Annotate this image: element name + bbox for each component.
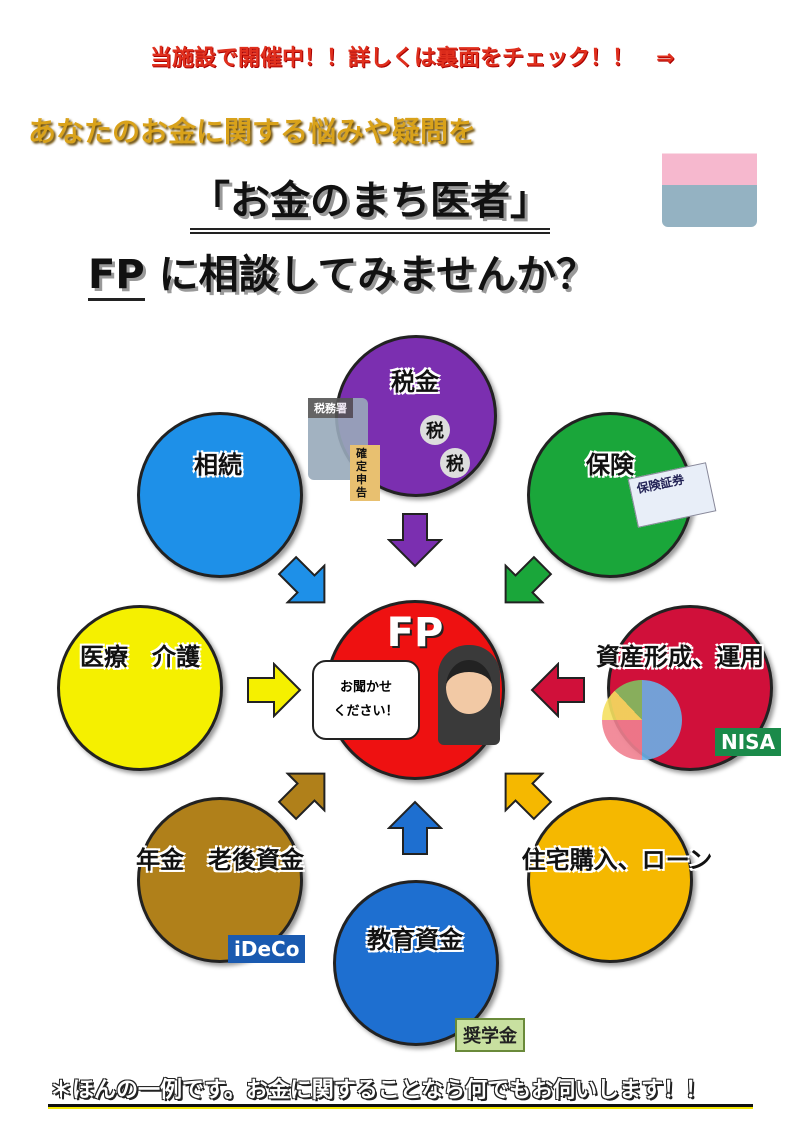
scholarship-sign: 奨学金	[455, 1018, 525, 1052]
arrow-diag-right-down-icon	[277, 555, 326, 604]
ideco-sign: iDeCo	[228, 935, 306, 963]
arrow-diag-left-down-icon	[504, 555, 553, 604]
title-rest: に相談してみませんか？	[144, 252, 597, 298]
notice-text: 当施設で開催中！！詳しくは裏面をチェック！！ ⇒	[150, 46, 675, 71]
pie-chart-illustration	[602, 680, 682, 760]
topic-label-asset: 資産形成、運用	[596, 643, 764, 671]
fp-label: FP	[386, 610, 444, 656]
arrow-up-icon	[387, 800, 443, 855]
arrow-diag-left-up-icon	[504, 772, 553, 821]
arrow-right-icon	[247, 662, 302, 718]
topic-circle-inheritance	[137, 412, 303, 578]
topic-label-education: 教育資金	[367, 926, 463, 954]
lead-text: あなたのお金に関する悩みや疑問を	[28, 115, 477, 148]
bubble-line-2: ください！	[333, 704, 399, 719]
topic-label-medical-care: 医療 介護	[80, 643, 200, 671]
arrow-left-icon	[530, 662, 585, 718]
topic-label-housing: 住宅購入、ローン	[521, 846, 713, 874]
title-line-1: 「お金のまち医者」	[190, 168, 550, 234]
topic-label-insurance: 保険	[586, 451, 634, 479]
speech-bubble: お聞かせ ください！	[312, 660, 420, 740]
footer-note: ＊ほんの一例です。お金に関することなら何でもお伺いします！！	[50, 1078, 708, 1103]
topic-circle-housing	[527, 797, 693, 963]
topic-label-tax: 税金	[391, 368, 439, 396]
title-line-2: FP に相談してみませんか？	[88, 242, 597, 301]
tax-office-sign: 税務署	[308, 398, 353, 418]
fp-advisor-face	[446, 660, 492, 714]
topic-label-inheritance: 相続	[194, 451, 242, 479]
footer-underline	[48, 1104, 753, 1109]
bubble-line-1: お聞かせ	[339, 680, 392, 695]
arrow-diag-right-up-icon	[277, 772, 326, 821]
tax-return-sign: 確定申告	[350, 445, 380, 501]
nisa-sign: NISA	[715, 728, 782, 756]
tax-bag: 税	[420, 415, 450, 445]
topic-circle-medical-care	[57, 605, 223, 771]
consultation-illustration	[662, 122, 757, 227]
topic-label-pension: 年金 老後資金	[136, 846, 304, 874]
arrow-down-icon	[387, 513, 443, 568]
title-fp: FP	[88, 252, 145, 301]
tax-bag-2: 税	[440, 448, 470, 478]
